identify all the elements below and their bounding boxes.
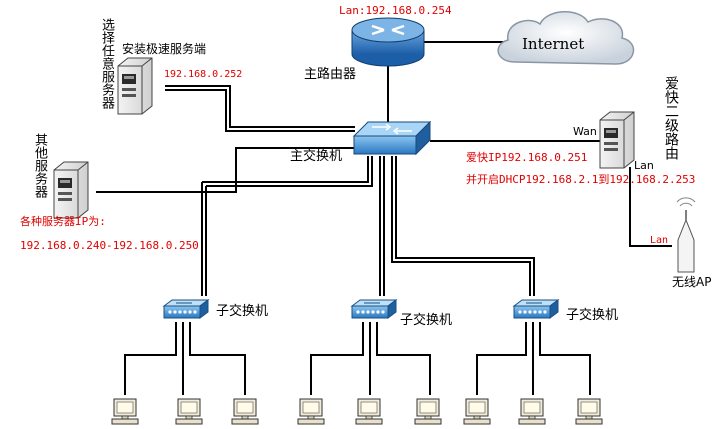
pc-group [111, 398, 603, 425]
wireless-ap-icon [676, 197, 696, 273]
aikuai-dhcp: 并开启DHCP192.168.2.1到192.168.2.253 [466, 173, 696, 186]
sub-switch-label: 子交换机 [566, 308, 619, 323]
aikuai-lan-label: Lan [634, 159, 654, 172]
pc-icon [355, 398, 383, 425]
sub-switch-label: 子交换机 [216, 304, 269, 319]
speed-server-ip: 192.168.0.252 [164, 69, 243, 80]
ap-lan-label: Lan [650, 235, 669, 246]
other-servers-ip-range: 192.168.0.240-192.168.0.250 [20, 239, 199, 252]
pc-icon [111, 398, 139, 425]
main-router-icon [351, 17, 425, 67]
speed-server-vertical-label: 选择任意服务器 [99, 18, 114, 109]
other-servers-vertical-label: 其他服务器 [32, 133, 47, 198]
internet-label: Internet [522, 35, 585, 53]
other-servers-icon [53, 161, 89, 219]
connection-lines [96, 41, 672, 395]
sub-switch-label: 子交换机 [400, 313, 453, 328]
speed-server-title: 安装极速服务端 [122, 42, 207, 56]
other-servers-ip-title: 各种服务器IP为: [20, 215, 106, 228]
ap-label: 无线AP [672, 275, 712, 289]
sub-switch-icon [163, 299, 209, 319]
pc-icon [175, 398, 203, 425]
router-label: 主路由器 [304, 67, 357, 82]
aikuai-wan-label: Wan [573, 125, 597, 138]
pc-icon [231, 398, 259, 425]
pc-icon [518, 398, 546, 425]
speed-server-icon [117, 57, 153, 115]
pc-icon [575, 398, 603, 425]
internet-cloud [497, 11, 635, 65]
pc-icon [297, 398, 325, 425]
aikuai-ip: 爱快IP192.168.0.251 [466, 151, 588, 164]
pc-icon [463, 398, 491, 425]
router-lan-ip: Lan:192.168.0.254 [339, 4, 452, 17]
pc-icon [414, 398, 442, 425]
sub-switch-icon [351, 299, 397, 319]
main-switch-label: 主交换机 [290, 149, 343, 164]
aikuai-router-icon [599, 111, 635, 169]
aikuai-vertical-label: 爱快二级路由 [663, 76, 679, 160]
sub-switch-icon [513, 299, 559, 319]
main-switch-icon [352, 120, 432, 156]
